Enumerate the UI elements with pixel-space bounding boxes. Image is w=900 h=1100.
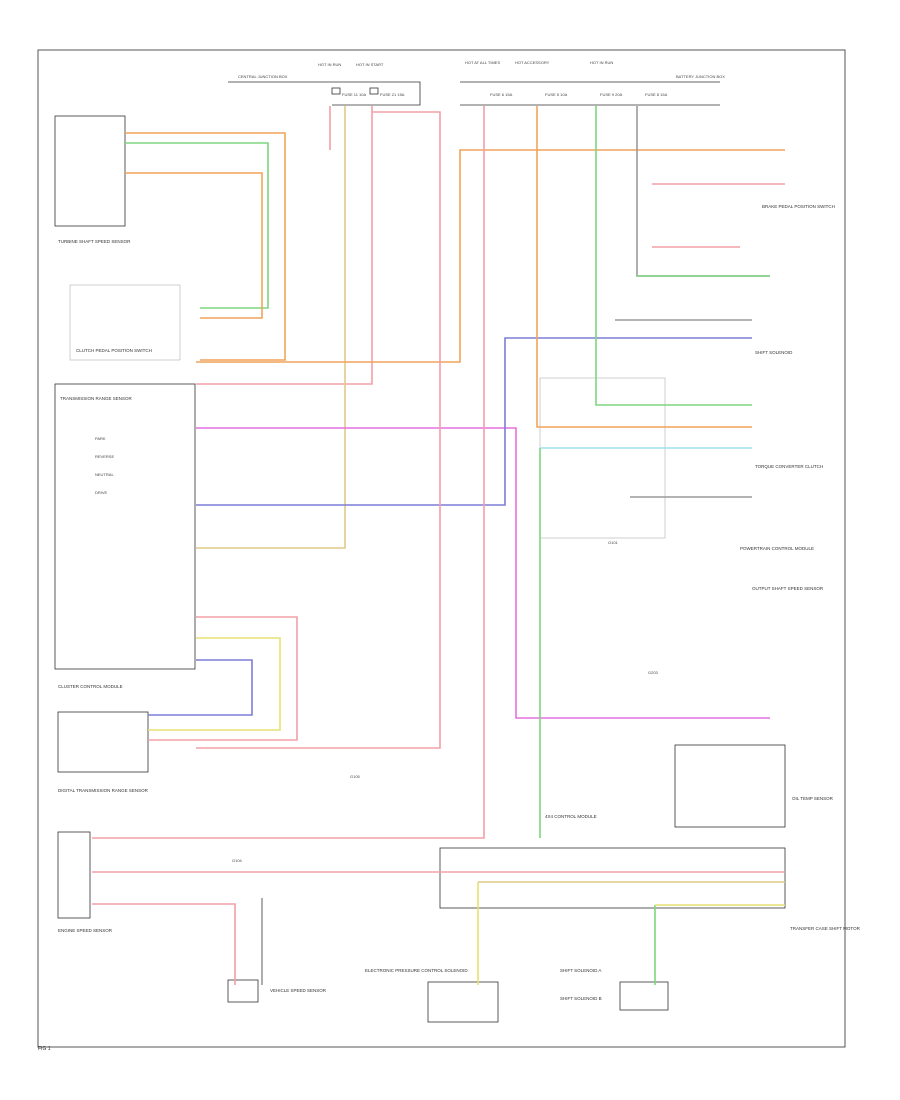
turbine-shaft-speed-sensor-label: TURBINE SHAFT SPEED SENSOR — [58, 239, 131, 244]
range-reverse-label: REVERSE — [95, 454, 114, 459]
shift-solenoid-a: SHIFT SOLENOID A SHIFT SOLENOID B — [560, 968, 669, 1011]
wire-green-13 — [595, 106, 752, 406]
4x4-control-module-label: 4X4 CONTROL MODULE — [545, 814, 597, 819]
brake-pedal-position-switch-label: BRAKE PEDAL POSITION SWITCH — [762, 204, 835, 209]
range-neutral-label: NEUTRAL — [95, 472, 114, 477]
fuse-label-hot-at-all-times: HOT AT ALL TIMES — [465, 60, 500, 65]
wire-magenta-7 — [196, 427, 770, 719]
range-drive-label: DRIVE — [95, 490, 108, 495]
digital-transmission-range-sensor: DIGITAL TRANSMISSION RANGE SENSOR — [57, 711, 149, 793]
wire-orange-3 — [125, 172, 263, 319]
wire-blue-8 — [196, 337, 752, 506]
transmission-range-sensor-label: TRANSMISSION RANGE SENSOR — [60, 396, 133, 401]
wire-blue-24 — [148, 659, 253, 716]
transmission-range-sensor: TRANSMISSION RANGE SENSOR PARK REVERSE N… — [54, 383, 196, 689]
shift-solenoid-b-label: SHIFT SOLENOID B — [560, 996, 602, 1001]
clutch-pedal-position-switch: CLUTCH PEDAL POSITION SWITCH — [69, 284, 181, 361]
fuse-6-label: FUSE 6 15A — [490, 92, 513, 97]
fuse-5-label: FUSE 5 10A — [545, 92, 568, 97]
ground-g101-label: G101 — [608, 540, 619, 545]
wire-gray-14 — [636, 106, 770, 277]
cluster-control-module-label: CLUSTER CONTROL MODULE — [58, 684, 123, 689]
range-park-label: PARK — [95, 436, 106, 441]
battery-junction-box-label: BATTERY JUNCTION BOX — [676, 74, 725, 79]
transfer-case-shift-motor: TRANSFER CASE SHIFT MOTOR G101 G203 OIL … — [439, 540, 861, 931]
wire-pink-10 — [196, 111, 441, 749]
fuse-11-label: FUSE 11 10A — [342, 92, 366, 97]
fuse-9-label: FUSE 9 20A — [600, 92, 623, 97]
ground-g203-label: G203 — [648, 670, 659, 675]
wire-tan-5 — [196, 106, 346, 549]
fuse-label-hot-in-start: HOT IN START — [356, 62, 384, 67]
shift-solenoid-label: SHIFT SOLENOID — [755, 350, 793, 355]
electronic-pressure-control-solenoid: ELECTRONIC PRESSURE CONTROL SOLENOID — [365, 968, 499, 1023]
wire-group — [92, 106, 785, 985]
figure-id: FIG 1 — [38, 1046, 51, 1052]
wire-orange-6 — [196, 149, 785, 363]
fuse-21-label: FUSE 21 15A — [380, 92, 405, 97]
wire-pink-4 — [196, 106, 373, 385]
wire-pink-22 — [148, 616, 298, 741]
battery-junction-box: HOT AT ALL TIMES HOT ACCESSORY HOT IN RU… — [460, 60, 725, 106]
digital-transmission-range-sensor-label: DIGITAL TRANSMISSION RANGE SENSOR — [58, 788, 149, 793]
diagram-frame — [37, 49, 846, 1048]
ground-g105-label: G105 — [350, 774, 361, 779]
clutch-pedal-position-switch-label: CLUTCH PEDAL POSITION SWITCH — [76, 348, 152, 353]
fuse-label-hot-accessory: HOT ACCESSORY — [515, 60, 550, 65]
fuse-8-label: FUSE 8 15A — [645, 92, 668, 97]
engine-speed-sensor: ENGINE SPEED SENSOR G104 G105 — [57, 774, 361, 933]
shift-solenoid-a-label: SHIFT SOLENOID A — [560, 968, 601, 973]
wire-orange-1 — [125, 132, 286, 361]
vehicle-speed-sensor-label: VEHICLE SPEED SENSOR — [270, 988, 327, 993]
wire-orange-12 — [536, 106, 752, 428]
output-shaft-speed-sensor: OUTPUT SHAFT SPEED SENSOR — [752, 586, 824, 591]
fuse-label-hot-in-run-right: HOT IN RUN — [590, 60, 613, 65]
ground-g104-label: G104 — [232, 858, 243, 863]
torque-converter-clutch-label: TORQUE CONVERTER CLUTCH — [755, 464, 823, 469]
wire-yellow-23 — [148, 637, 281, 731]
4x4-control-module: 4X4 CONTROL MODULE — [545, 744, 786, 828]
central-junction-box: HOT IN RUN HOT IN START CENTRAL JUNCTION… — [228, 62, 421, 106]
wire-pink-26 — [92, 903, 236, 985]
central-junction-box-label: CENTRAL JUNCTION BOX — [238, 74, 288, 79]
wire-green-2 — [125, 142, 269, 309]
shift-solenoid: SHIFT SOLENOID — [755, 350, 793, 355]
brake-pedal-position-switch: BRAKE PEDAL POSITION SWITCH — [762, 204, 835, 209]
oil-temp-sensor-label: OIL TEMP SENSOR — [792, 796, 834, 801]
fuse-label-hot-in-run: HOT IN RUN — [318, 62, 341, 67]
epc-solenoid-label: ELECTRONIC PRESSURE CONTROL SOLENOID — [365, 968, 468, 973]
transfer-case-shift-motor-label: TRANSFER CASE SHIFT MOTOR — [790, 926, 861, 931]
turbine-shaft-speed-sensor: TURBINE SHAFT SPEED SENSOR — [54, 115, 131, 244]
engine-speed-sensor-label: ENGINE SPEED SENSOR — [58, 928, 113, 933]
output-shaft-speed-sensor-label: OUTPUT SHAFT SPEED SENSOR — [752, 586, 824, 591]
vehicle-speed-sensor: VEHICLE SPEED SENSOR — [227, 979, 327, 1003]
torque-converter-clutch: TORQUE CONVERTER CLUTCH — [755, 464, 823, 469]
powertrain-control-module-label: POWERTRAIN CONTROL MODULE — [740, 546, 814, 551]
wire-pink-11 — [92, 106, 485, 839]
